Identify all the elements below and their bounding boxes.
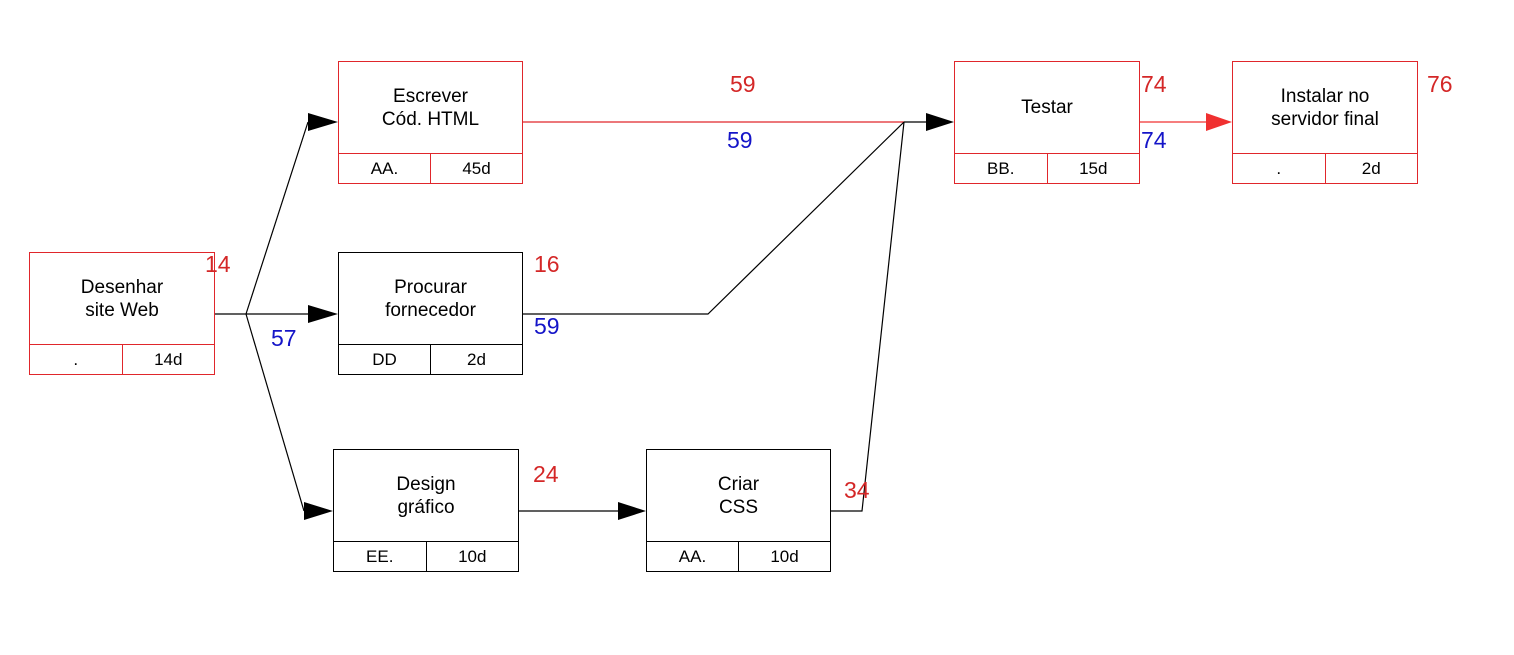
task-testar[interactable]: Testar BB. 15d <box>954 61 1140 184</box>
arrowhead-instalar <box>1206 113 1232 131</box>
task-title: Instalar no servidor final <box>1233 62 1417 153</box>
task-escrever-cod-html[interactable]: Escrever Cód. HTML AA. 45d <box>338 61 523 184</box>
desenhar-early-finish-label: 14 <box>205 251 231 277</box>
task-title: Criar CSS <box>647 450 830 541</box>
task-resource: . <box>73 349 79 369</box>
task-resource: DD <box>372 349 397 369</box>
task-duration: 10d <box>738 542 830 571</box>
task-footer: EE. 10d <box>334 541 518 571</box>
task-title: Escrever Cód. HTML <box>339 62 522 153</box>
task-footer: . 2d <box>1233 153 1417 183</box>
edge-criar-testar <box>830 121 905 512</box>
task-title-line2: servidor final <box>1271 108 1379 130</box>
task-title-line2: fornecedor <box>385 299 476 321</box>
task-title-line2: CSS <box>718 496 759 518</box>
arrowhead-design <box>304 502 333 520</box>
task-title-line1: Desenhar <box>80 276 164 298</box>
task-title-line1: Procurar <box>394 276 467 298</box>
task-duration: 15d <box>1046 154 1140 183</box>
task-procurar-fornecedor[interactable]: Procurar fornecedor DD 2d <box>338 252 523 375</box>
task-title-line2: gráfico <box>397 496 455 518</box>
task-title-line2: site Web <box>85 299 159 321</box>
task-resource: . <box>1276 158 1282 178</box>
escrever-early-finish-label: 59 <box>730 71 756 97</box>
task-footer: AA. 10d <box>647 541 830 571</box>
task-title-line1: Escrever <box>393 85 468 107</box>
desenhar-late-finish-label: 57 <box>271 325 297 351</box>
task-footer: BB. 15d <box>955 153 1139 183</box>
task-duration: 10d <box>425 542 519 571</box>
arrowhead-testar <box>926 113 954 131</box>
edge-desenhar-design <box>245 313 305 512</box>
task-title-line1: Instalar no <box>1280 85 1370 107</box>
task-title: Desenhar site Web <box>30 253 214 344</box>
task-criar-css[interactable]: Criar CSS AA. 10d <box>646 449 831 572</box>
criar-early-finish-label: 34 <box>844 477 870 503</box>
edge-procurar-testar <box>522 121 905 315</box>
arrowhead-procurar <box>308 305 338 323</box>
testar-late-finish-label: 74 <box>1141 127 1167 153</box>
task-duration: 14d <box>121 345 215 374</box>
task-resource: EE. <box>366 546 394 566</box>
task-design-grafico[interactable]: Design gráfico EE. 10d <box>333 449 519 572</box>
task-title: Design gráfico <box>334 450 518 541</box>
task-resource: BB. <box>987 158 1015 178</box>
task-footer: AA. 45d <box>339 153 522 183</box>
arrowhead-criar <box>618 502 646 520</box>
task-duration: 45d <box>430 154 522 183</box>
task-title-line1: Testar <box>1021 97 1073 118</box>
escrever-late-finish-label: 59 <box>727 127 753 153</box>
design-early-finish-label: 24 <box>533 461 559 487</box>
task-desenhar-site-web[interactable]: Desenhar site Web . 14d <box>29 252 215 375</box>
edge-desenhar-escrever <box>245 121 309 315</box>
task-duration: 2d <box>430 345 522 374</box>
procurar-early-finish-label: 16 <box>534 251 560 277</box>
instalar-early-finish-label: 76 <box>1427 71 1453 97</box>
task-footer: DD 2d <box>339 344 522 374</box>
task-duration: 2d <box>1324 154 1418 183</box>
testar-early-finish-label: 74 <box>1141 71 1167 97</box>
task-resource: AA. <box>370 158 399 178</box>
task-footer: . 14d <box>30 344 214 374</box>
task-instalar-servidor-final[interactable]: Instalar no servidor final . 2d <box>1232 61 1418 184</box>
task-title: Procurar fornecedor <box>339 253 522 344</box>
arrowhead-escrever <box>308 113 338 131</box>
task-resource: AA. <box>678 546 707 566</box>
task-title-line2: Cód. HTML <box>381 108 480 130</box>
task-title: Testar <box>955 62 1139 153</box>
task-title-line1: Design <box>396 473 456 495</box>
procurar-late-finish-label: 59 <box>534 313 560 339</box>
task-title-line1: Criar <box>717 473 760 495</box>
